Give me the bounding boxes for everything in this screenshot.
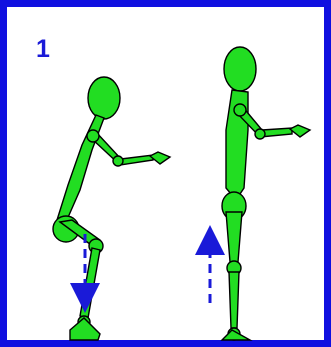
standing-shin	[229, 272, 239, 328]
squat-head	[88, 77, 120, 119]
squat-hand	[150, 152, 170, 164]
standing-thigh	[226, 212, 242, 262]
standing-head	[224, 47, 256, 91]
squat-shin	[80, 248, 100, 318]
squat-foot	[70, 318, 100, 340]
squat-figure	[53, 77, 170, 340]
standing-foot	[222, 330, 250, 340]
standing-hand	[290, 125, 310, 137]
standing-figure	[222, 47, 310, 340]
